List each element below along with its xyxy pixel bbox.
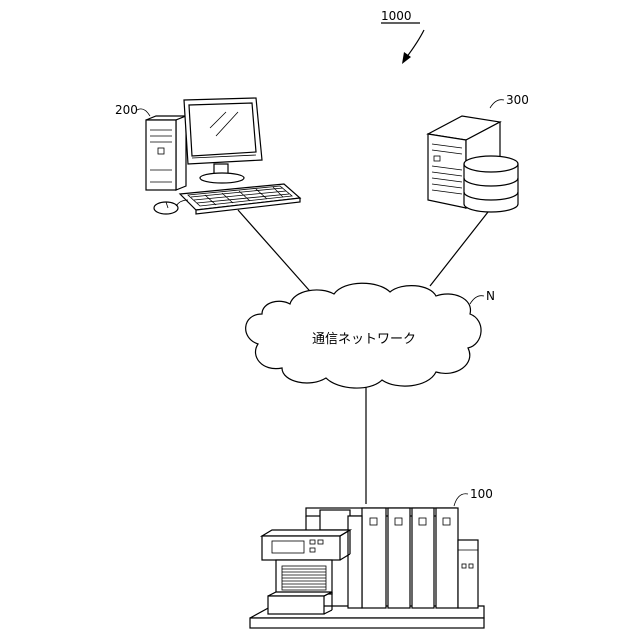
- device-leader-line: [454, 494, 468, 506]
- industrial-machine-icon: [250, 508, 484, 628]
- connection-terminal-network: [238, 210, 316, 298]
- desktop-computer-icon: [146, 98, 300, 214]
- network-reference-label: N: [486, 289, 495, 303]
- terminal-reference: 200: [115, 103, 150, 117]
- tower-front: [146, 120, 176, 190]
- device-reference: 100: [454, 487, 493, 506]
- server-front: [428, 134, 466, 208]
- cloud-icon: 通信ネットワーク: [246, 283, 481, 388]
- cabinet-3: [412, 508, 434, 608]
- grille-lines: [282, 569, 326, 587]
- connection-server-network: [430, 212, 488, 286]
- tower-side: [176, 116, 186, 190]
- network-reference: N: [470, 289, 495, 304]
- server-with-database-icon: [428, 116, 518, 212]
- arrow-down-left-icon: [402, 30, 424, 64]
- network-leader-line: [470, 296, 484, 304]
- network-name-label: 通信ネットワーク: [312, 332, 416, 347]
- monitor-base: [200, 173, 244, 183]
- machine-base-front: [250, 618, 484, 628]
- panel-display: [272, 541, 304, 553]
- lower-tray: [268, 596, 324, 614]
- server-reference: 300: [490, 93, 529, 108]
- cabinet-1: [348, 508, 386, 608]
- server-reference-label: 300: [506, 93, 529, 107]
- terminal-reference-label: 200: [115, 103, 138, 117]
- database-top: [464, 156, 518, 172]
- cabinet-4: [436, 508, 458, 608]
- mouse: [154, 202, 178, 214]
- device-reference-label: 100: [470, 487, 493, 501]
- terminal-leader-line: [137, 109, 150, 116]
- server-leader-line: [490, 100, 504, 108]
- system-reference-label: 1000: [381, 9, 412, 23]
- top-lid: [320, 510, 350, 530]
- cabinet-2: [388, 508, 410, 608]
- system-reference: 1000: [381, 9, 424, 64]
